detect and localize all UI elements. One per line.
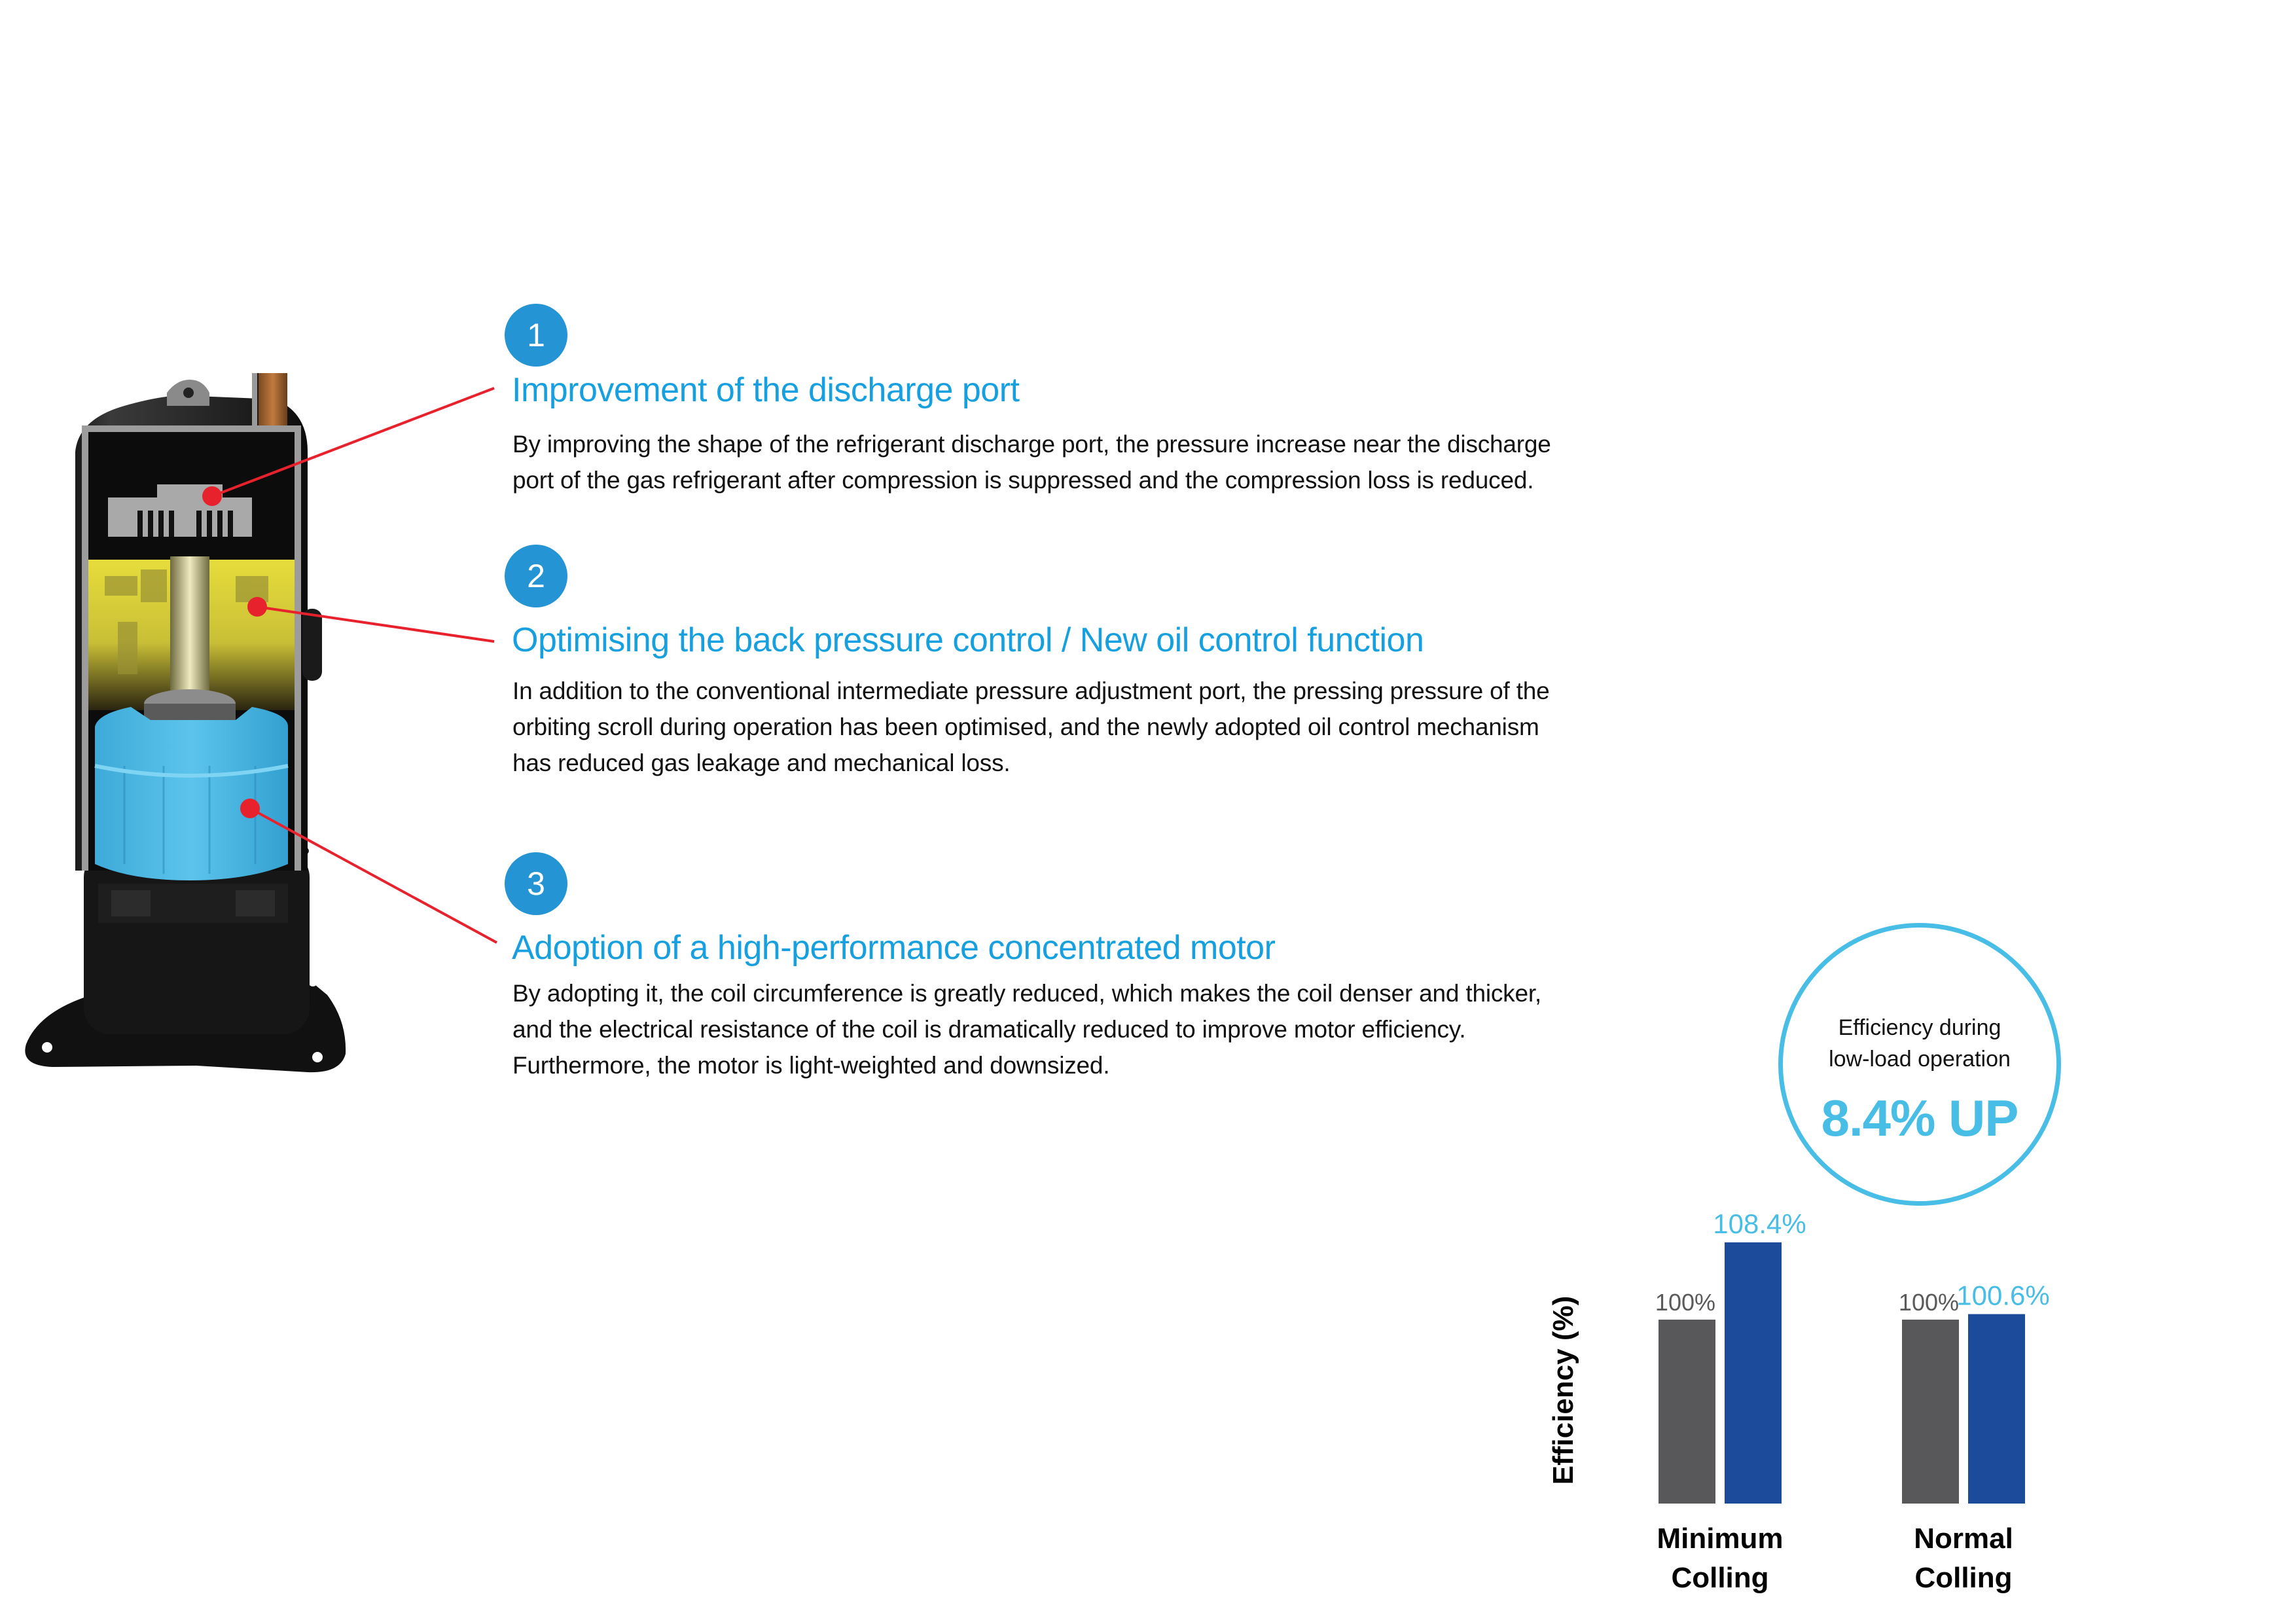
bar-conventional-1 (1659, 1320, 1715, 1504)
category-label-1-line-2: Colling (1671, 1562, 1768, 1594)
motor-stator (95, 707, 288, 880)
highlight-caption-line-2: low-load operation (1829, 1047, 2011, 1072)
body-line: and the electrical resistance of the coi… (512, 1016, 1466, 1043)
body-line: port of the gas refrigerant after compre… (512, 467, 1534, 494)
feature-body-2: In addition to the conventional intermed… (512, 673, 1550, 781)
body-line: Furthermore, the motor is light-weighted… (512, 1052, 1110, 1079)
body-line: In addition to the conventional intermed… (512, 677, 1550, 704)
y-axis-label: Efficiency (%) (1547, 1296, 1579, 1485)
feature-title-2: Optimising the back pressure control / N… (512, 621, 1424, 659)
value-labels-group: 100%108.4%100%100.6% (1655, 1208, 2050, 1316)
highlight-caption-line-1: Efficiency during (1838, 1015, 2001, 1040)
value-label-new-1: 108.4% (1713, 1208, 1806, 1239)
value-label-new-2: 100.6% (1956, 1280, 2049, 1311)
number-badge-2: 2 (505, 545, 567, 607)
value-label-conventional-1: 100% (1655, 1289, 1715, 1316)
bar-new-1 (1725, 1242, 1782, 1504)
efficiency-highlight-badge: Efficiency during low-load operation 8.4… (1778, 923, 2061, 1206)
body-line: By improving the shape of the refrigeran… (512, 431, 1551, 458)
value-label-conventional-2: 100% (1899, 1289, 1959, 1316)
body-line: orbiting scroll during operation has bee… (512, 713, 1539, 740)
category-label-1-line-1: Minimum (1657, 1523, 1783, 1555)
feature-title-3: Adoption of a high-performance concentra… (512, 929, 1276, 967)
bar-conventional-2 (1902, 1320, 1959, 1504)
body-line: By adopting it, the coil circumference i… (512, 980, 1541, 1007)
category-label-2-line-1: Normal (1914, 1523, 2013, 1555)
number-badge-3: 3 (505, 852, 567, 915)
highlight-value: 8.4% UP (1821, 1089, 2019, 1147)
category-label-2-line-2: Colling (1914, 1562, 2012, 1594)
number-badge-1: 1 (505, 304, 567, 367)
feature-body-1: By improving the shape of the refrigeran… (512, 426, 1551, 498)
bar-new-2 (1968, 1314, 2025, 1504)
feature-body-3: By adopting it, the coil circumference i… (512, 975, 1541, 1083)
feature-title-1: Improvement of the discharge port (512, 371, 1020, 409)
compressor-illustration (25, 373, 346, 1073)
body-line: has reduced gas leakage and mechanical l… (512, 749, 1011, 776)
bars-group (1659, 1242, 2025, 1504)
